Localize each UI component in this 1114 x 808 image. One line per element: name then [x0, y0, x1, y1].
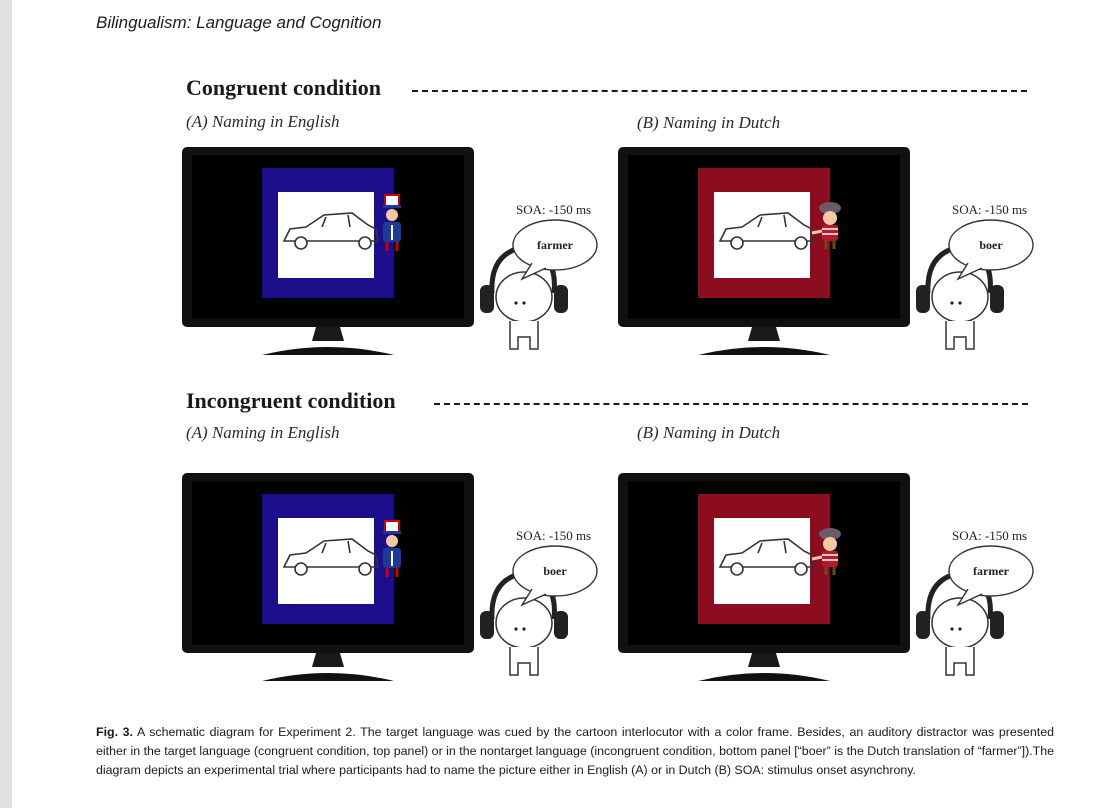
panel-label-incongruent-english: (A) Naming in English [186, 423, 340, 442]
uncle-sam-icon [383, 520, 401, 577]
panel-label-congruent-dutch: (B) Naming in Dutch [637, 113, 781, 132]
monitor-neck [312, 653, 344, 667]
monitor-stand [262, 347, 394, 355]
monitor-display [182, 147, 598, 355]
soa-label: SOA: -150 ms [952, 528, 1028, 543]
speech-bubble [512, 219, 598, 271]
trial-panel-incongruent-english: SOA: -150 ms boer [180, 471, 680, 691]
trial-panel-congruent-dutch: SOA: -150 ms boer [616, 145, 1114, 365]
soa-label: SOA: -150 ms [516, 202, 592, 217]
monitor-stand [262, 673, 394, 681]
soa-label: SOA: -150 ms [952, 202, 1028, 217]
panel-label-congruent-english: (A) Naming in English [186, 112, 340, 131]
section-title-congruent: Congruent condition [186, 75, 381, 100]
auditory-distractor-word: boer [543, 564, 567, 578]
trial-panel-incongruent-dutch: SOA: -150 ms farmer [616, 471, 1114, 691]
speech-bubble [512, 545, 598, 597]
figure-caption-text: A schematic diagram for Experiment 2. Th… [96, 725, 1054, 777]
figure-caption: Fig. 3. A schematic diagram for Experime… [96, 723, 1054, 780]
monitor-neck [748, 327, 780, 341]
soa-label: SOA: -150 ms [516, 528, 592, 543]
picture-stimulus [714, 192, 810, 278]
car-drawing [718, 212, 815, 250]
monitor-display [618, 473, 1034, 681]
car-drawing [718, 538, 815, 576]
dutch-girl-icon [811, 528, 841, 575]
auditory-distractor-word: farmer [973, 564, 1009, 578]
auditory-distractor-word: farmer [537, 238, 573, 252]
section-title-incongruent: Incongruent condition [186, 388, 396, 413]
dutch-girl-icon [811, 202, 841, 249]
picture-stimulus [278, 518, 374, 604]
picture-stimulus [714, 518, 810, 604]
uncle-sam-icon [383, 194, 401, 251]
page-margin-strip [0, 0, 12, 808]
section-divider-incongruent [434, 403, 1028, 405]
listener-with-headphones-icon [916, 570, 1004, 676]
monitor-display [618, 147, 1034, 355]
figure-caption-label: Fig. 3. [96, 725, 133, 739]
speech-bubble [948, 219, 1034, 271]
listener-with-headphones-icon [916, 244, 1004, 350]
picture-stimulus [278, 192, 374, 278]
monitor-stand [698, 673, 830, 681]
car-drawing [282, 212, 379, 250]
auditory-distractor-word: boer [979, 238, 1003, 252]
monitor-stand [698, 347, 830, 355]
panel-label-incongruent-dutch: (B) Naming in Dutch [637, 423, 781, 442]
monitor-display [182, 473, 598, 681]
trial-panel-congruent-english: SOA: -150 ms farmer [180, 145, 680, 365]
monitor-neck [312, 327, 344, 341]
monitor-neck [748, 653, 780, 667]
speech-bubble [948, 545, 1034, 597]
listener-with-headphones-icon [480, 244, 568, 350]
car-drawing [282, 538, 379, 576]
journal-title: Bilingualism: Language and Cognition [96, 13, 382, 32]
section-divider-congruent [412, 90, 1027, 92]
